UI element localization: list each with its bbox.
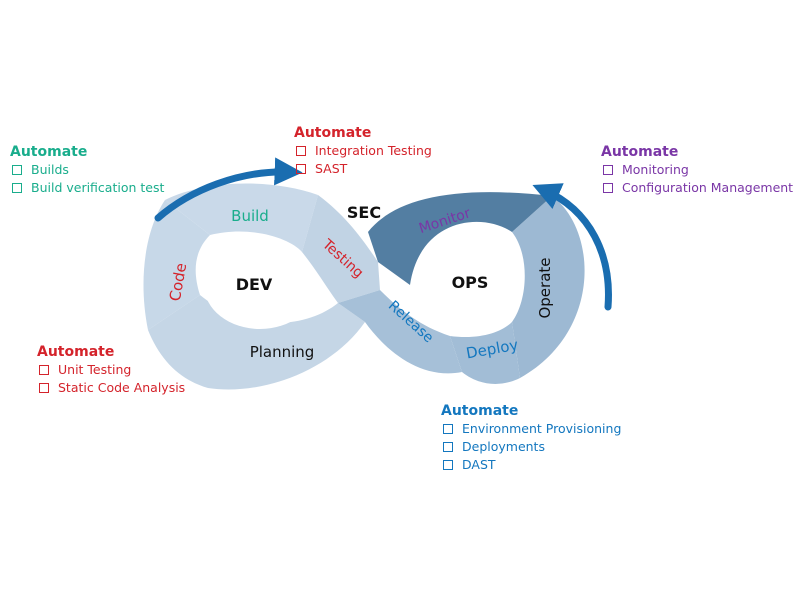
checkbox-icon bbox=[39, 383, 49, 393]
list-item-label: SAST bbox=[315, 161, 348, 176]
list-item-label: Builds bbox=[31, 162, 69, 177]
list-item: Integration Testing bbox=[294, 142, 432, 160]
segment-code bbox=[143, 200, 210, 330]
segment-deploy bbox=[450, 322, 520, 384]
segment-build bbox=[165, 183, 318, 252]
automate-block-release: Automate Environment Provisioning Deploy… bbox=[441, 402, 621, 474]
list-item-label: Static Code Analysis bbox=[58, 380, 186, 395]
segment-testing bbox=[302, 195, 380, 303]
list-item-label: Unit Testing bbox=[58, 362, 132, 377]
list-item-label: Integration Testing bbox=[315, 143, 432, 158]
stage-operate-label: Operate bbox=[536, 257, 554, 318]
checkbox-icon bbox=[12, 183, 22, 193]
automate-title: Automate bbox=[294, 125, 372, 141]
checkbox-icon bbox=[443, 424, 453, 434]
checkbox-icon bbox=[443, 442, 453, 452]
list-item-label: DAST bbox=[462, 457, 496, 472]
top-flow-arrow bbox=[154, 157, 303, 222]
list-item: Environment Provisioning bbox=[441, 420, 621, 438]
segment-planning bbox=[148, 295, 365, 390]
automate-block-build: Automate Builds Build verification test bbox=[10, 143, 164, 197]
checkbox-icon bbox=[603, 165, 613, 175]
ops-center-hole bbox=[418, 236, 518, 328]
stage-planning-label: Planning bbox=[250, 343, 315, 361]
list-item: SAST bbox=[294, 160, 432, 178]
segment-monitor bbox=[368, 192, 552, 285]
list-item: Static Code Analysis bbox=[37, 379, 185, 397]
checkbox-icon bbox=[296, 164, 306, 174]
right-flow-arrow bbox=[532, 183, 612, 311]
segment-operate bbox=[512, 196, 585, 378]
list-item: Build verification test bbox=[10, 179, 164, 197]
list-item: DAST bbox=[441, 456, 621, 474]
automate-title: Automate bbox=[601, 144, 679, 160]
segment-release bbox=[338, 290, 462, 374]
list-item: Deployments bbox=[441, 438, 621, 456]
automate-title: Automate bbox=[441, 403, 519, 419]
checkbox-icon bbox=[603, 183, 613, 193]
automate-block-security: Automate Integration Testing SAST bbox=[294, 124, 432, 178]
list-item-label: Build verification test bbox=[31, 180, 165, 195]
stage-build-label: Build bbox=[231, 207, 269, 225]
automate-title: Automate bbox=[37, 344, 115, 360]
list-item-label: Configuration Management bbox=[622, 180, 794, 195]
automate-title: Automate bbox=[10, 144, 88, 160]
checkbox-icon bbox=[296, 146, 306, 156]
automate-block-monitor: Automate Monitoring Configuration Manage… bbox=[601, 143, 793, 197]
list-item: Configuration Management bbox=[601, 179, 793, 197]
ops-label: OPS bbox=[452, 273, 489, 292]
sec-label: SEC bbox=[347, 203, 381, 222]
automate-block-code: Automate Unit Testing Static Code Analys… bbox=[37, 343, 185, 397]
list-item: Unit Testing bbox=[37, 361, 185, 379]
list-item-label: Deployments bbox=[462, 439, 545, 454]
checkbox-icon bbox=[443, 460, 453, 470]
list-item: Builds bbox=[10, 161, 164, 179]
dev-label: DEV bbox=[236, 275, 273, 294]
dev-center-hole bbox=[204, 241, 316, 329]
checkbox-icon bbox=[12, 165, 22, 175]
list-item-label: Monitoring bbox=[622, 162, 689, 177]
list-item: Monitoring bbox=[601, 161, 793, 179]
checkbox-icon bbox=[39, 365, 49, 375]
list-item-label: Environment Provisioning bbox=[462, 421, 622, 436]
